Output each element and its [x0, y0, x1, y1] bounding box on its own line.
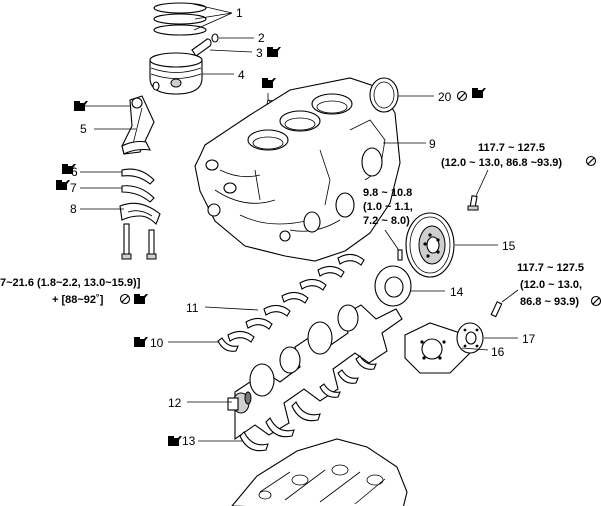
- replace-part-icon: [456, 90, 468, 102]
- rear-oil-seal[interactable]: [369, 77, 399, 113]
- label-15: 15: [502, 239, 516, 253]
- flywheel-torque-line2: (12.0 ~ 13.0, 86.8 ~93.9): [441, 157, 562, 169]
- snap-ring[interactable]: [211, 33, 219, 43]
- label-13: 13: [182, 434, 196, 448]
- replace-part-icon: [585, 155, 597, 167]
- label-8: 8: [70, 202, 77, 216]
- flexplate-torque-line3: 86.8 ~ 93.9): [520, 296, 579, 308]
- rear-plate-torque-line3: 7.2 ~ 8.0): [363, 215, 410, 227]
- oil-can-icon: [267, 47, 281, 57]
- rear-plate-torque-line1: 9.8 ~ 10.8: [363, 187, 412, 199]
- flexplate-bolt[interactable]: [490, 301, 503, 318]
- flexplate-torque-line2: (12.0 ~ 13.0,: [520, 279, 582, 291]
- label-4: 4: [238, 68, 245, 82]
- flexplate-torque-line1: 117.7 ~ 127.5: [517, 262, 584, 274]
- replace-part-icon: [119, 293, 131, 305]
- conrod-torque-angle: + [88~92˚]: [52, 294, 104, 306]
- label-5: 5: [80, 122, 87, 136]
- label-6: 6: [71, 165, 78, 179]
- flywheel-bolt[interactable]: [467, 195, 479, 211]
- snap-ring-lower[interactable]: [152, 81, 160, 91]
- label-7: 7: [70, 181, 77, 195]
- replace-part-icon: [590, 295, 601, 307]
- label-2: 2: [258, 31, 265, 45]
- oil-can-icon: [262, 78, 276, 88]
- conrod-bearing-upper[interactable]: [121, 168, 155, 185]
- label-9: 9: [429, 137, 436, 151]
- label-14: 14: [450, 285, 464, 299]
- label-20: 20: [438, 90, 452, 104]
- thrust-bearings[interactable]: [239, 401, 321, 452]
- conrod-bolts[interactable]: [121, 223, 157, 260]
- oil-can-icon: [134, 294, 148, 304]
- label-10: 10: [150, 336, 164, 350]
- oil-can-icon: [472, 88, 486, 98]
- drive-plate[interactable]: [404, 322, 471, 374]
- crankshaft[interactable]: [227, 304, 403, 441]
- piston-pin[interactable]: [191, 38, 212, 57]
- oil-can-icon: [168, 436, 182, 446]
- crankshaft-lower-bearings[interactable]: [217, 337, 377, 398]
- rear-plate[interactable]: [374, 265, 412, 307]
- label-3: 3: [256, 46, 263, 60]
- oil-can-icon: [56, 180, 70, 190]
- oil-can-icon: [134, 337, 148, 347]
- flywheel[interactable]: [405, 212, 455, 278]
- label-12: 12: [168, 396, 182, 410]
- piston-rings[interactable]: [153, 2, 207, 36]
- label-1: 1: [236, 6, 243, 20]
- flywheel-torque-line1: 117.7 ~ 127.5: [478, 142, 545, 154]
- label-17: 17: [522, 332, 536, 346]
- rear-plate-bolt[interactable]: [397, 249, 403, 261]
- label-16: 16: [491, 345, 505, 359]
- rear-plate-torque-line2: (1.0 ~ 1.1,: [363, 201, 413, 213]
- piston[interactable]: [149, 52, 203, 95]
- adapter-plate[interactable]: [456, 322, 484, 354]
- label-11: 11: [186, 301, 199, 315]
- connecting-rod-cap[interactable]: [119, 202, 161, 225]
- crankshaft-upper-bearings[interactable]: [227, 253, 365, 343]
- cylinder-block[interactable]: [194, 77, 401, 262]
- connecting-rod[interactable]: [121, 95, 155, 155]
- conrod-bearing-lower[interactable]: [121, 185, 155, 203]
- conrod-torque-spec: 7~21.6 (1.8~2.2, 13.0~15.9)]: [0, 277, 141, 289]
- ladder-frame[interactable]: [231, 438, 408, 506]
